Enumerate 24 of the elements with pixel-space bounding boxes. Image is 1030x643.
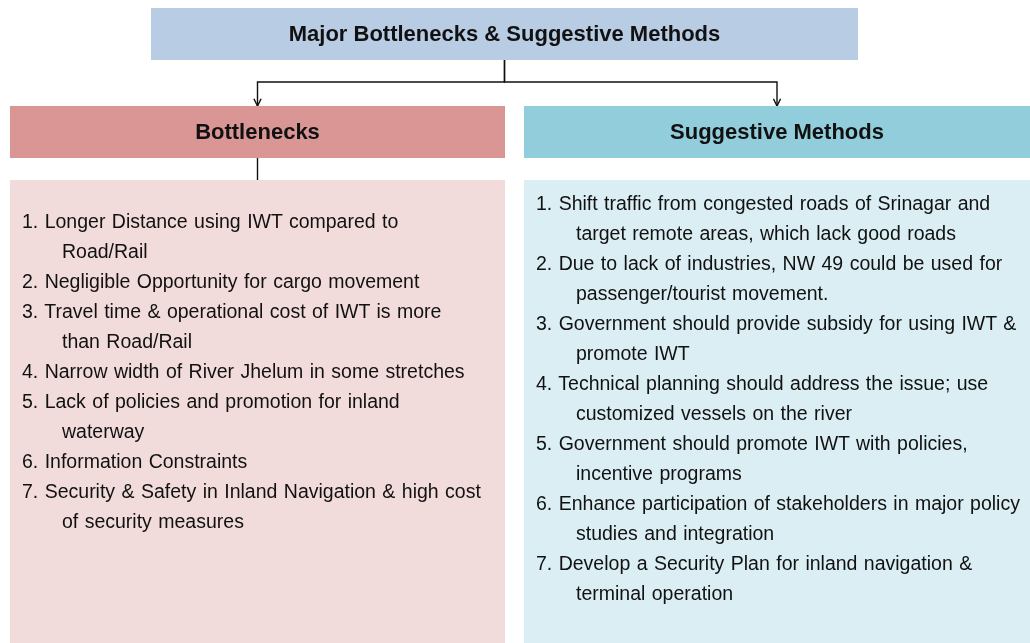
list-item: 6. Information Constraints <box>22 449 249 474</box>
list-item: 2. Negligible Opportunity for cargo movement <box>22 269 421 294</box>
list-item: 7. Security & Safety in Inland Navigation & high cost of security measures <box>22 479 482 534</box>
arrow <box>503 59 782 107</box>
list-panel <box>524 180 1030 643</box>
list-item: 5. Government should promote IWT with policies, incentive programs <box>536 431 969 486</box>
list-panel <box>10 180 505 643</box>
header-box <box>524 106 1030 158</box>
heading: Major Bottlenecks & Suggestive Methods <box>288 21 721 47</box>
list-item: 4. Technical planning should address the issue; use customized vessels on the river <box>536 371 990 426</box>
list-item: 7. Develop a Security Plan for inland navigation & terminal operation <box>536 551 974 606</box>
list-item: 1. Longer Distance using IWT compared to Road/Rail <box>22 209 400 264</box>
list-item: 4. Narrow width of River Jhelum in some stretches <box>22 359 466 384</box>
list-item: 3. Travel time & operational cost of IWT is more than Road/Rail <box>22 299 443 354</box>
header-box <box>10 106 505 158</box>
heading: Suggestive Methods <box>670 119 884 145</box>
connector-line <box>256 157 259 181</box>
list-item: 5. Lack of policies and promotion for inland waterway <box>22 389 401 444</box>
heading: Bottlenecks <box>195 119 320 145</box>
list-item: 2. Due to lack of industries, NW 49 could be used for passenger/tourist movement. <box>536 251 1004 306</box>
list-item: 1. Shift traffic from congested roads of Srinagar and target remote areas, which lack good roads <box>536 191 992 246</box>
title-box <box>151 8 858 60</box>
list-item: 3. Government should provide subsidy for using IWT & promote IWT <box>536 311 1018 366</box>
list-item: 6. Enhance participation of stakeholders in major policy studies and integration <box>536 491 1021 546</box>
